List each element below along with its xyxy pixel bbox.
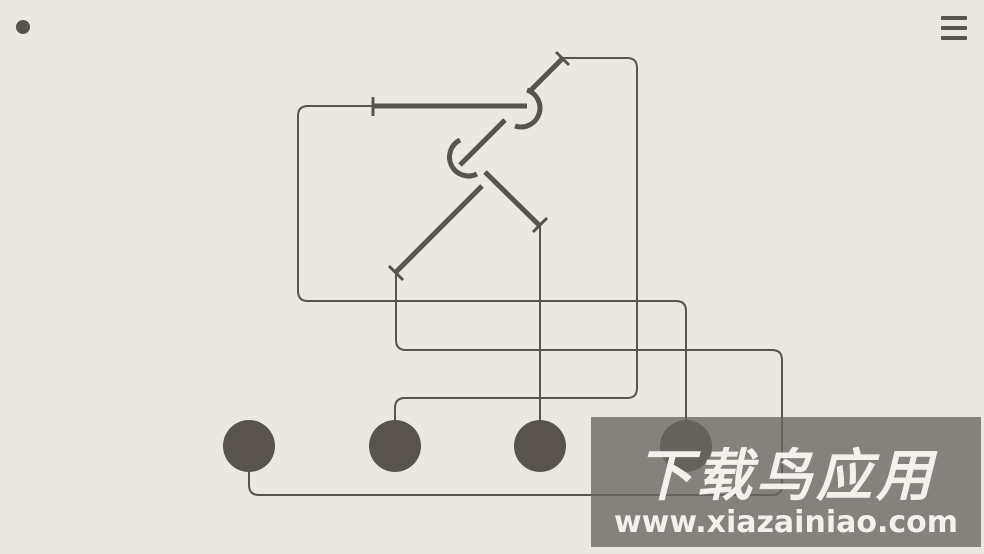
switch-cap-upper-right: [554, 50, 571, 67]
switch-bar-lower-right[interactable]: [483, 170, 542, 228]
watermark-url: www.xiazainiao.com: [613, 505, 959, 540]
switch-bar-lower-left[interactable]: [394, 184, 484, 274]
switch-cap-lower-left: [387, 264, 405, 282]
puzzle-node-2[interactable]: [369, 420, 421, 472]
watermark-title: 下载鸟应用: [636, 444, 936, 509]
puzzle-node-3[interactable]: [514, 420, 566, 472]
switch-joint-upper[interactable]: [514, 87, 543, 130]
dot-icon: [16, 20, 30, 34]
switch-cap-lower-right: [531, 216, 549, 234]
switch-bar-upper-diagonal[interactable]: [529, 56, 565, 92]
wire-b: [394, 57, 638, 445]
hamburger-menu-icon[interactable]: [941, 16, 967, 40]
switch-joint-lower[interactable]: [447, 137, 479, 179]
switch-bar-middle-diagonal[interactable]: [458, 118, 507, 167]
puzzle-node-1[interactable]: [223, 420, 275, 472]
watermark: 下载鸟应用 www.xiazainiao.com: [591, 417, 981, 547]
wire-a: [297, 105, 687, 445]
